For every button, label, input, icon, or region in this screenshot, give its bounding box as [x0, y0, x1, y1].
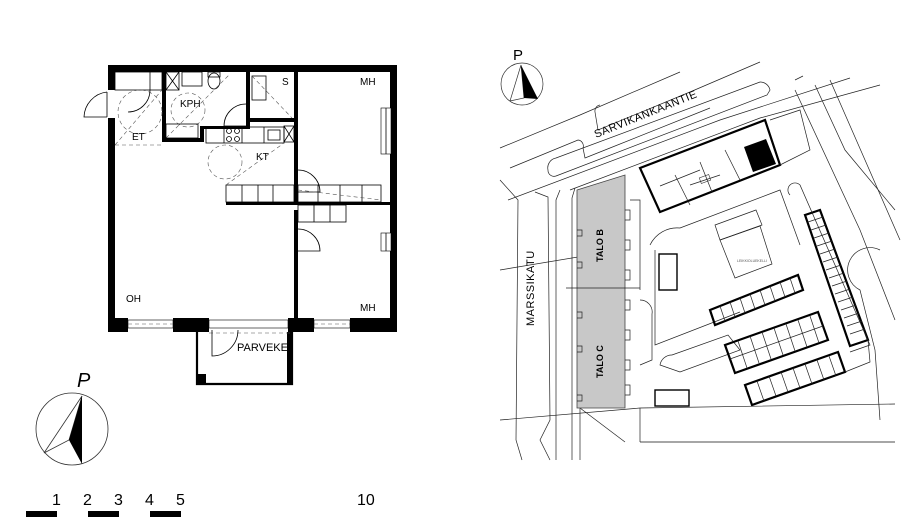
- mh-bottom-door[interactable]: [297, 228, 321, 252]
- room-label-et: ET: [132, 132, 145, 143]
- et-turning-circle: [117, 89, 163, 135]
- toilet: [207, 72, 221, 90]
- wall-kph-step: [200, 126, 204, 142]
- scale-bar: 1 2 3 4 5 10: [26, 492, 375, 517]
- building-small-2: [658, 253, 678, 291]
- room-label-mh-top: MH: [360, 77, 376, 88]
- building-label-talo-c: TALO C: [595, 345, 605, 378]
- site-north-label: P: [513, 47, 523, 64]
- stove-burner: [226, 128, 232, 134]
- room-label-parveke: PARVEKE: [237, 342, 288, 354]
- highlighted-apartment: [744, 139, 776, 172]
- kt-turning-circle: [207, 144, 243, 180]
- shaft-1: [165, 71, 180, 91]
- scale-segment: [150, 511, 181, 517]
- site-plan: P TALO B TALO C: [499, 47, 901, 461]
- balcony-outline: [195, 332, 294, 386]
- balcony-door[interactable]: [211, 329, 239, 357]
- label-leikkialue: LEIKKIOLUEKELLI: [737, 259, 767, 263]
- street-label-marssikatu: MARSSIKATU: [525, 250, 537, 326]
- north-label: P: [77, 370, 91, 392]
- wall-south-pier-2: [288, 318, 314, 332]
- building-small-3: [654, 389, 690, 407]
- room-label-kt: KT: [256, 152, 269, 163]
- wall-kph-south: [162, 138, 202, 142]
- wardrobe-et: [114, 71, 163, 91]
- wall-kitchen-north: [200, 126, 250, 129]
- mh-top-door[interactable]: [297, 169, 321, 193]
- wall-se-corner: [350, 318, 397, 332]
- wall-east: [390, 65, 397, 330]
- scale-label-1: 1: [52, 492, 61, 509]
- room-label-oh: OH: [126, 294, 141, 305]
- scale-segment: [88, 511, 119, 517]
- room-label-s: S: [282, 77, 289, 88]
- wardrobe-mh-top: [297, 184, 382, 203]
- floor-plan: ET KPH S MH KT OH MH PARVEKE: [83, 65, 397, 386]
- scale-label-10: 10: [357, 492, 375, 509]
- room-label-kph: KPH: [180, 99, 201, 110]
- wall-s-west: [246, 72, 250, 127]
- scale-label-2: 2: [83, 492, 92, 509]
- building-small-1: [714, 209, 763, 241]
- wall-mh-west: [294, 72, 298, 202]
- scale-label-4: 4: [145, 492, 154, 509]
- wall-mh2-west: [294, 210, 298, 320]
- wall-south-pier: [173, 318, 209, 332]
- room-label-mh-bottom: MH: [360, 303, 376, 314]
- parking-rows: [708, 182, 871, 407]
- street-label-sarvikankaantie: SARVIKANKAANTIE: [593, 88, 699, 140]
- kitchen-sink: [267, 129, 281, 141]
- wall-west: [108, 65, 115, 330]
- entrance-door[interactable]: [83, 91, 108, 118]
- washing-machine: [165, 123, 199, 139]
- entrance-opening: [103, 90, 115, 118]
- floor-plan-north-arrow: P: [35, 370, 109, 466]
- wall-mh-divider: [226, 202, 394, 205]
- wall-s-south: [246, 118, 296, 122]
- kitchen-counter-bottom: [225, 184, 295, 203]
- scale-label-5: 5: [176, 492, 185, 509]
- wall-sw-corner: [108, 318, 128, 332]
- kitchen-counter-top: [205, 126, 285, 144]
- kph-door[interactable]: [223, 103, 247, 127]
- scale-label-3: 3: [114, 492, 123, 509]
- sink: [181, 71, 203, 87]
- north-arrow-icon: [35, 392, 109, 466]
- building-talo-b-c: [576, 174, 626, 409]
- wall-kph-west: [162, 72, 166, 142]
- wardrobe-mh-bottom: [297, 204, 347, 223]
- site-north-arrow-icon: [500, 62, 544, 106]
- road-island: [547, 81, 771, 177]
- et-closet-door: [127, 89, 151, 113]
- scale-segment: [26, 511, 57, 517]
- balcony-door-glazing: [208, 319, 289, 329]
- wall-north: [108, 65, 397, 72]
- storage-shelf: [251, 75, 267, 101]
- kph-turning-circle: [170, 92, 206, 128]
- building-label-talo-b: TALO B: [595, 229, 605, 262]
